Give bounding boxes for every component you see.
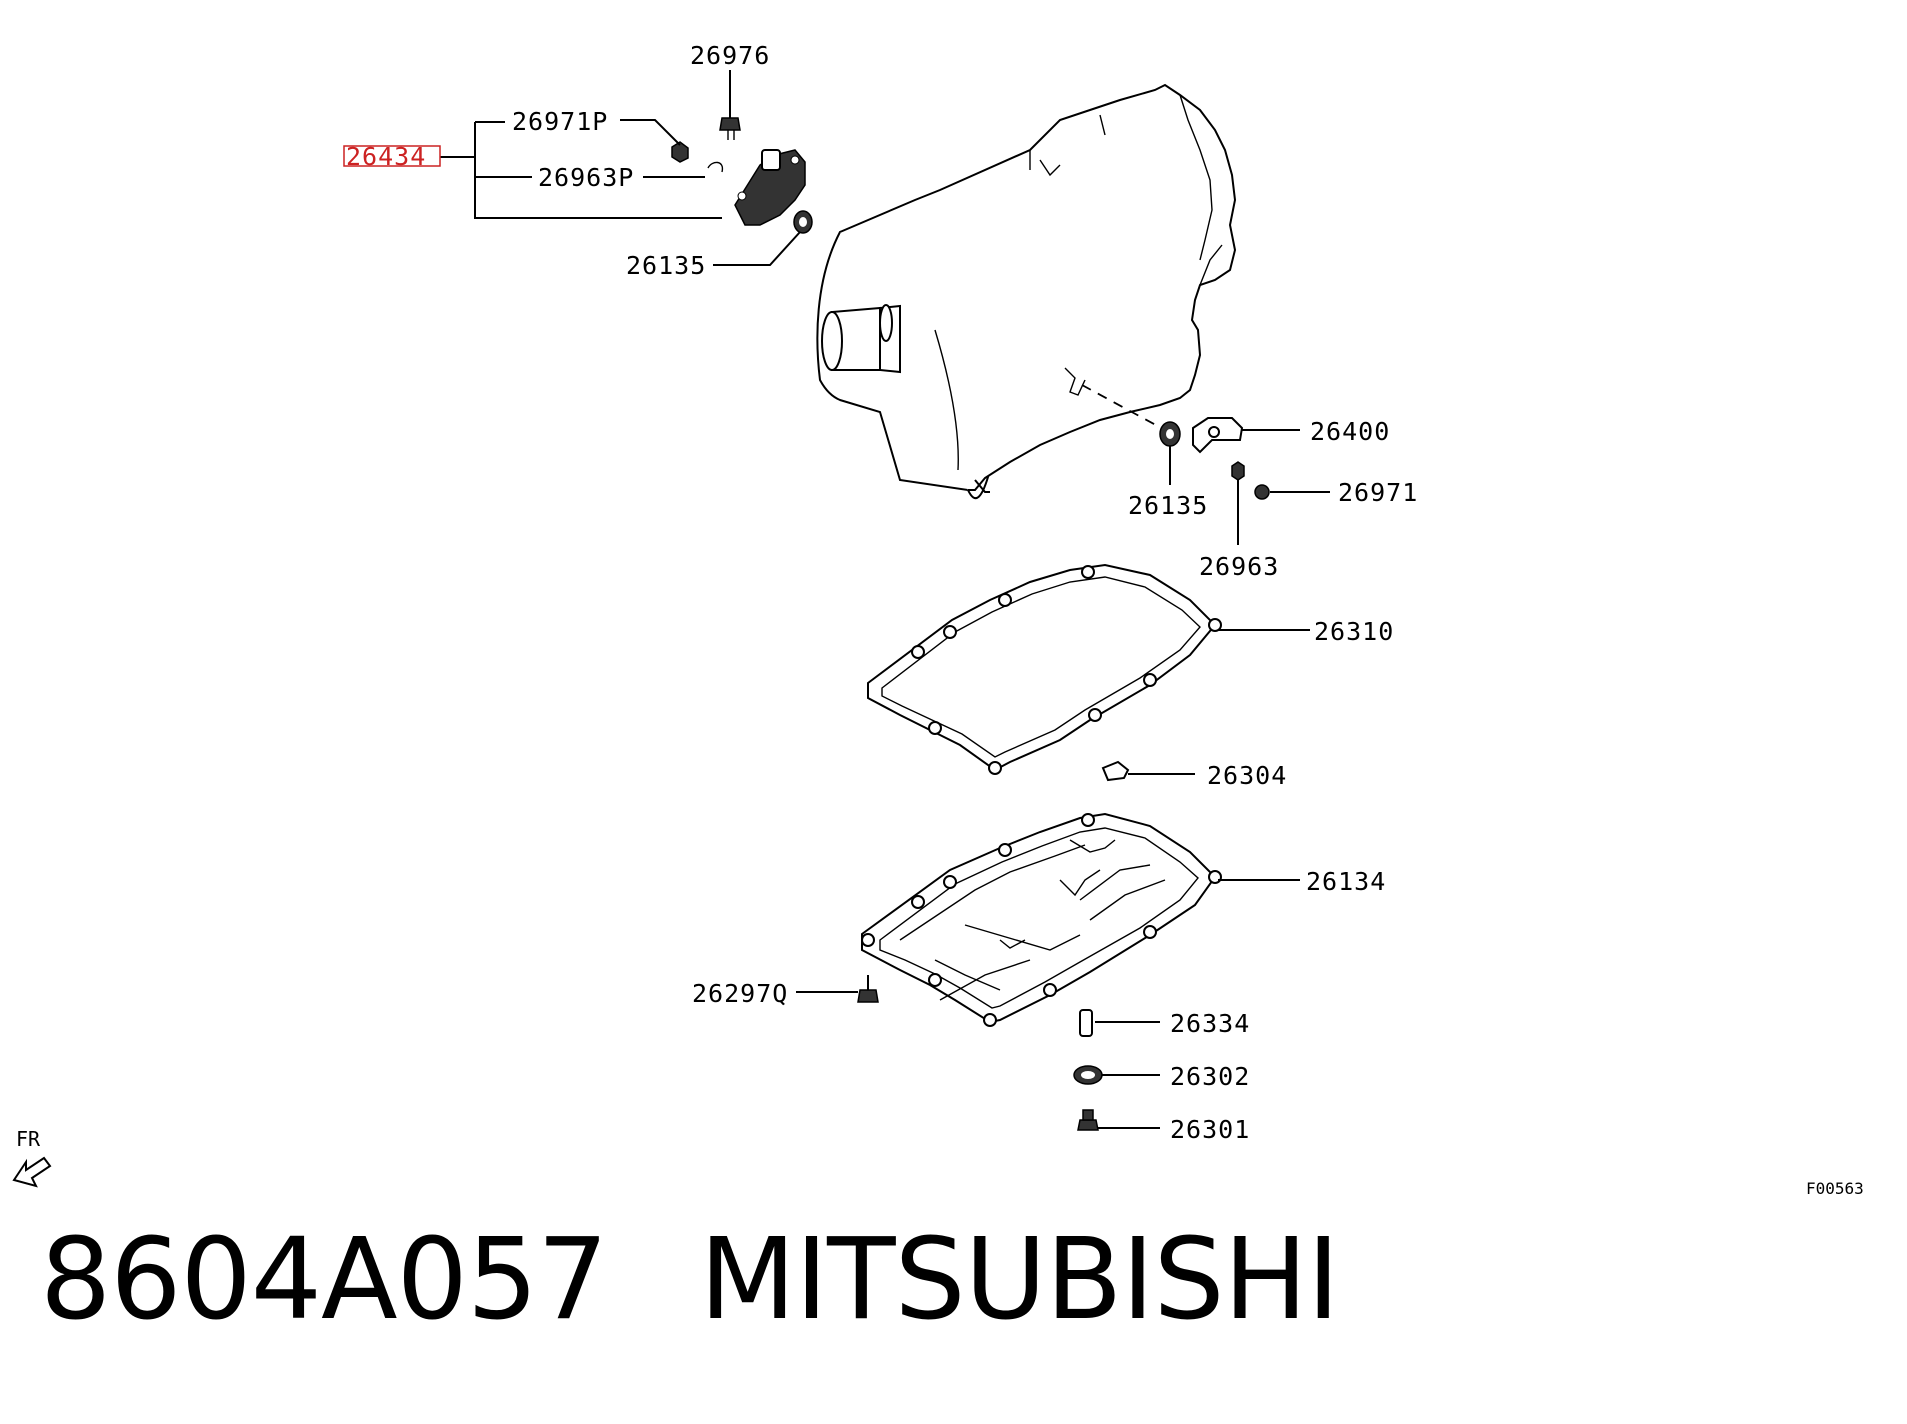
- part-number: 8604A057: [40, 1215, 608, 1345]
- callout-26434-highlight-box: [343, 145, 441, 167]
- callout-26304[interactable]: 26304: [1207, 761, 1287, 790]
- bolt-26976-part: [719, 70, 741, 140]
- nut-26971-part: [1254, 484, 1270, 500]
- callout-26334[interactable]: 26334: [1170, 1009, 1250, 1038]
- tube-26334-part: [1079, 1009, 1093, 1037]
- callout-26302[interactable]: 26302: [1170, 1062, 1250, 1091]
- front-label: FR: [16, 1127, 41, 1151]
- gasket-26302-part: [1073, 1065, 1103, 1085]
- callout-26971p[interactable]: 26971P: [512, 107, 608, 136]
- gasket-26310-part: [867, 563, 1222, 775]
- callout-26310[interactable]: 26310: [1314, 617, 1394, 646]
- output-shaft: [821, 304, 901, 374]
- bolt-26297q-part: [857, 975, 879, 1003]
- inhibitor-switch-part: [734, 149, 813, 234]
- diagram-code: F00563: [1806, 1179, 1864, 1198]
- front-direction-marker: FR: [12, 1127, 52, 1188]
- brand-name: MITSUBISHI: [699, 1215, 1339, 1345]
- oil-pan-26134-part: [861, 812, 1222, 1027]
- washer-26963p-part: [707, 161, 724, 173]
- transmission-assembly: [816, 83, 1237, 500]
- callout-26301[interactable]: 26301: [1170, 1115, 1250, 1144]
- callout-26135-upper[interactable]: 26135: [626, 251, 706, 280]
- callout-26297q[interactable]: 26297Q: [692, 979, 788, 1008]
- drain-plug-26301-part: [1077, 1109, 1099, 1131]
- callout-26135-lower[interactable]: 26135: [1128, 491, 1208, 520]
- front-arrow-icon: [12, 1156, 52, 1188]
- callout-26963[interactable]: 26963: [1199, 552, 1279, 581]
- callout-26434[interactable]: 26434: [346, 142, 426, 171]
- washer-26963-part: [1231, 461, 1245, 481]
- callout-26134[interactable]: 26134: [1306, 867, 1386, 896]
- part-caption: 8604A057 MITSUBISHI: [40, 1215, 1340, 1345]
- callout-26963p[interactable]: 26963P: [538, 163, 634, 192]
- bracket-26400-part: [1192, 417, 1244, 454]
- nut-26971p-part: [671, 141, 689, 163]
- seal-26135-part: [1159, 421, 1181, 447]
- magnet-26304-part: [1101, 760, 1130, 782]
- callout-26400[interactable]: 26400: [1310, 417, 1390, 446]
- callout-26971[interactable]: 26971: [1338, 478, 1418, 507]
- callout-26976[interactable]: 26976: [690, 41, 770, 70]
